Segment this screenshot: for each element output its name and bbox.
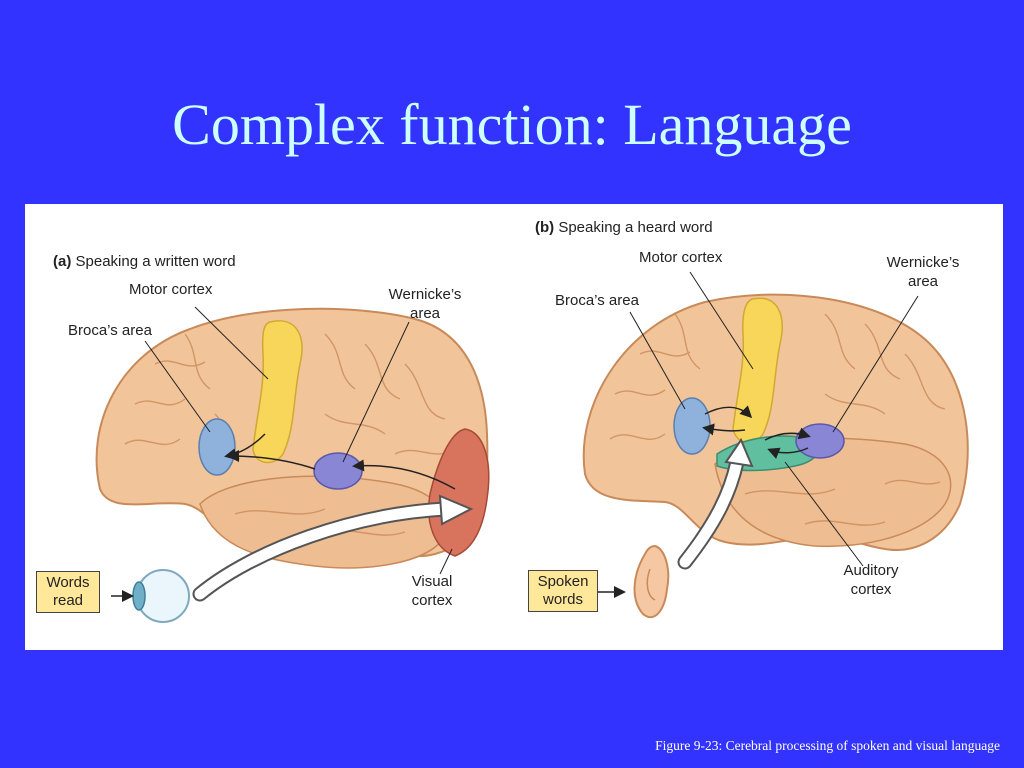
panel-b-letter: (b) <box>535 219 555 236</box>
panel-a-brocas-area-label: Broca’s area <box>68 322 152 339</box>
panel-b-auditory-cortex-label: Auditory cortex <box>831 561 911 599</box>
panel-b-heading: (b) Speaking a heard word <box>535 218 713 237</box>
panel-a-letter: (a) <box>53 253 72 270</box>
brain-figure <box>95 271 969 623</box>
panel-a-title: Speaking a written word <box>75 253 236 270</box>
words-read-box: Words read <box>36 571 100 613</box>
words-read-line2: read <box>52 592 84 609</box>
slide-title: Complex function: Language <box>172 92 852 157</box>
panel-b-auditory-line1: Auditory <box>843 562 899 579</box>
panel-b-wernickes-area-label: Wernicke’s area <box>875 253 971 291</box>
panel-a-heading: (a) Speaking a written word <box>53 252 236 271</box>
brain-b <box>582 271 969 619</box>
brain-a <box>95 306 490 623</box>
panel-a-wernickes-line1: Wernicke’s <box>388 286 462 303</box>
panel-a-visual-line2: cortex <box>411 592 453 609</box>
spoken-words-line2: words <box>542 591 583 608</box>
panel-b-motor-cortex-label: Motor cortex <box>639 249 723 266</box>
panel-a-motor-cortex-label: Motor cortex <box>129 281 213 298</box>
figure-caption: Figure 9-23: Cerebral processing of spok… <box>655 738 1000 753</box>
panel-a-visual-line1: Visual <box>411 573 453 590</box>
spoken-words-line1: Spoken <box>537 573 589 590</box>
panel-a-wernickes-area-label: Wernicke’s area <box>377 285 473 323</box>
words-read-line1: Words <box>46 574 90 591</box>
panel-a-visual-cortex-label: Visual cortex <box>397 572 467 610</box>
panel-b-title: Speaking a heard word <box>558 219 713 236</box>
panel-b-wernickes-line2: area <box>907 273 939 290</box>
figure-panel: (a) Speaking a written word Motor cortex… <box>25 204 1003 650</box>
panel-b-auditory-line2: cortex <box>850 581 892 598</box>
panel-b-wernickes-line1: Wernicke’s <box>886 254 960 271</box>
panel-b-brocas-area-label: Broca’s area <box>555 292 639 309</box>
spoken-words-box: Spoken words <box>528 570 598 612</box>
panel-a-wernickes-line2: area <box>409 305 441 322</box>
